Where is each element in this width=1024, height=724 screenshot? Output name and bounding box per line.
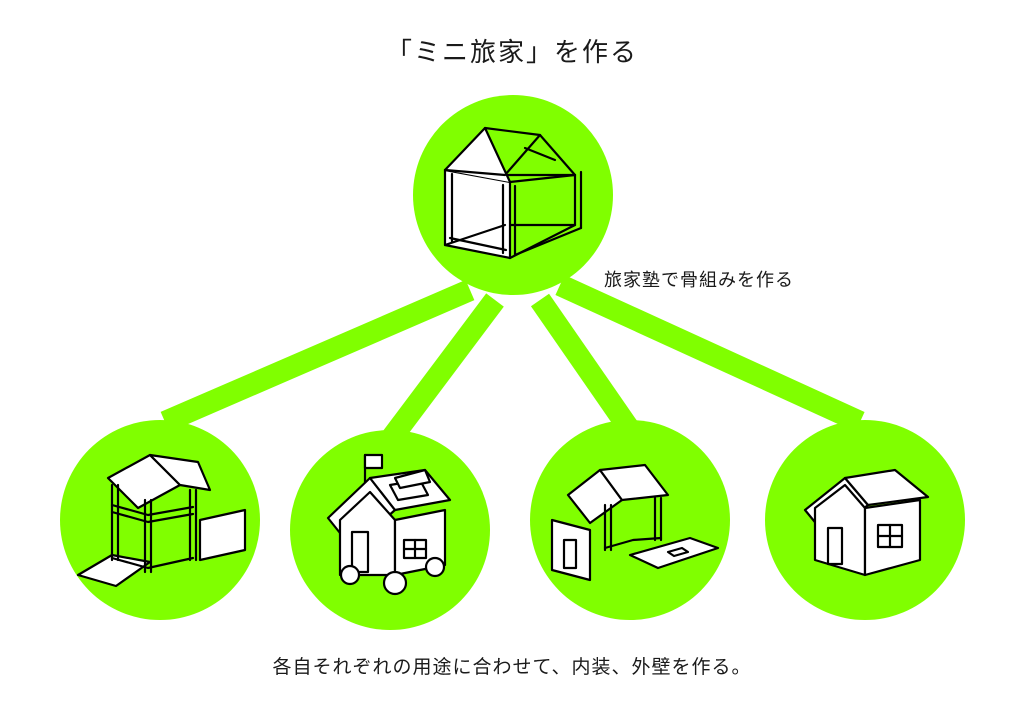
house-on-wheels-with-flag-icon: [326, 453, 452, 596]
connector-2: [381, 293, 504, 447]
node-circle: [530, 420, 730, 620]
connector-lines: [160, 274, 865, 447]
house-frame-icon: [443, 126, 583, 260]
node-camper-house: [290, 430, 490, 630]
node-open-frame-house: [60, 420, 260, 620]
two-story-frame-house-icon: [76, 453, 247, 588]
finished-house-icon: [803, 468, 930, 577]
frame-caption: 旅家塾で骨組みを作る: [604, 270, 794, 291]
connector-4: [555, 274, 865, 433]
bottom-caption: 各自それぞれの用途に合わせて、内装、外壁を作る。: [272, 656, 752, 678]
node-finished-house: [765, 420, 965, 620]
node-frame: [413, 95, 613, 295]
frame-house-with-panels-icon: [550, 463, 720, 582]
connector-3: [530, 293, 640, 437]
node-circle: [413, 95, 613, 295]
page-title: 「ミニ旅家」を作る: [385, 38, 638, 68]
connector-1: [160, 279, 475, 433]
node-panel-assembly: [530, 420, 730, 620]
